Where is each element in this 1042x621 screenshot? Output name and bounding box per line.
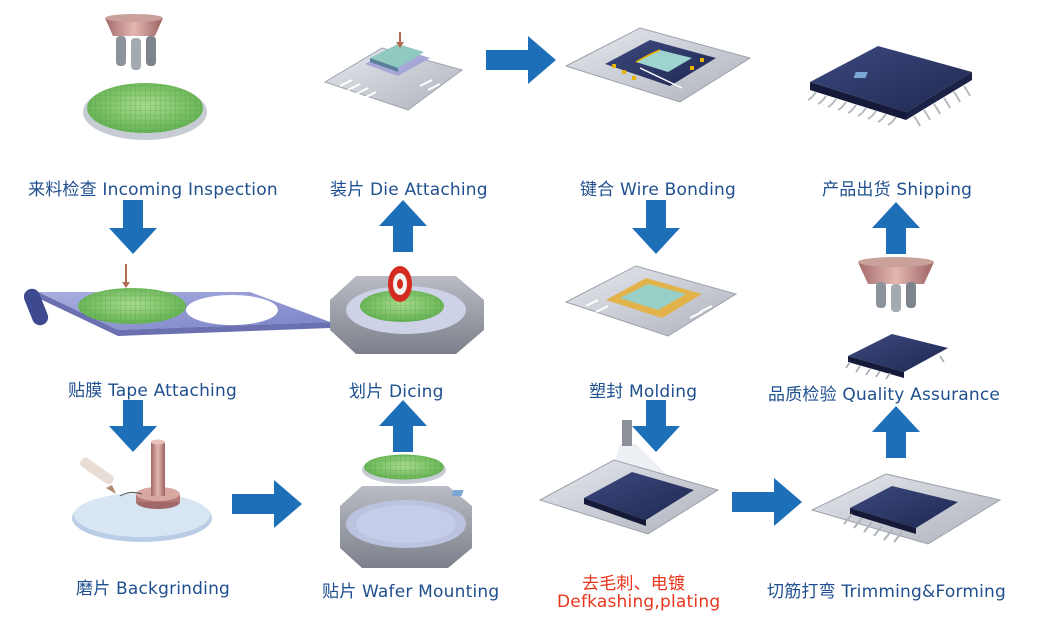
label-die-attaching: 装片 Die Attaching	[330, 180, 488, 200]
dicing-illustration	[330, 266, 484, 354]
quality-assurance-illustration	[845, 257, 948, 380]
label-tape-attaching: 贴膜 Tape Attaching	[68, 381, 237, 401]
arrow-up-3	[872, 406, 920, 458]
flow-arrows	[109, 36, 920, 528]
arrow-down-1	[109, 200, 157, 254]
label-wafer-mounting: 贴片 Wafer Mounting	[322, 582, 500, 602]
arrow-up-4	[872, 202, 920, 254]
arrow-down-3	[632, 200, 680, 254]
trimming-forming-illustration	[810, 473, 1002, 545]
label-backgrinding: 磨片 Backgrinding	[76, 579, 231, 599]
die-attaching-illustration	[323, 32, 464, 111]
wafer-mounting-illustration	[340, 454, 472, 568]
label-shipping: 产品出货 Shipping	[822, 180, 973, 200]
incoming-inspection-illustration	[83, 14, 207, 140]
deflashing-illustration	[451, 420, 720, 535]
arrow-down-2	[109, 400, 157, 452]
label-trimming-forming: 切筋打弯 Trimming&Forming	[767, 582, 1006, 602]
arrow-right-3	[732, 478, 802, 526]
label-wire-bonding: 键合 Wire Bonding	[580, 180, 736, 200]
shipping-illustration	[807, 46, 972, 127]
tape-attaching-illustration	[23, 264, 330, 336]
molding-illustration	[564, 265, 738, 337]
wire-bonding-illustration	[564, 27, 752, 103]
arrow-up-1	[379, 400, 427, 452]
arrow-down-4	[632, 400, 680, 452]
backgrinding-illustration	[72, 439, 212, 542]
arrow-right-2	[486, 36, 556, 84]
label-deflashing-en: Defkashing,plating	[557, 592, 721, 612]
arrow-up-2	[379, 200, 427, 252]
label-dicing: 划片 Dicing	[349, 382, 444, 402]
label-quality-assurance: 品质检验 Quality Assurance	[768, 385, 1001, 405]
label-incoming-inspection: 来料检查 Incoming Inspection	[28, 180, 278, 200]
label-molding: 塑封 Molding	[589, 382, 698, 402]
label-deflashing-cn: 去毛刺、电镀	[582, 574, 686, 594]
arrow-right-1	[232, 480, 302, 528]
